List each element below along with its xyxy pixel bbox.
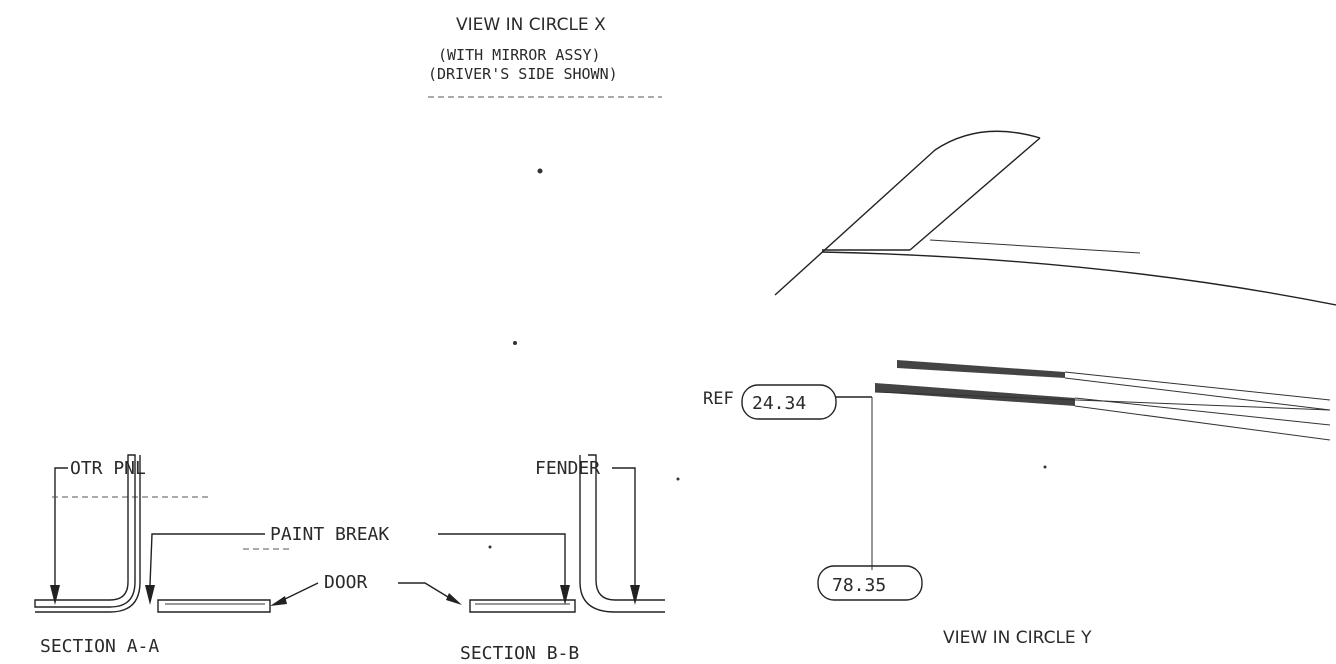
mirror-view: [774, 130, 1336, 306]
stripe-band-2: [875, 383, 1075, 406]
section-b-title: SECTION B-B: [460, 643, 579, 664]
paint-break-leader-right: [438, 533, 566, 585]
dimension-value: 78.35: [832, 575, 886, 596]
view-x-subtitle-1: (WITH MIRROR ASSY): [438, 46, 601, 64]
stripe-line-4: [1074, 405, 1331, 441]
scan-specks: [488, 168, 1047, 549]
view-x-title: VIEW IN CIRCLE X: [456, 15, 606, 35]
view-x-heading: VIEW IN CIRCLE X (WITH MIRROR ASSY) (DRI…: [428, 15, 662, 98]
dimension-box: [817, 565, 923, 601]
otr-pnl-leader: [54, 467, 68, 585]
mirror-left-edge: [774, 130, 1041, 296]
otr-pnl-arrow: [50, 585, 60, 605]
section-a-outer-panel: [34, 454, 136, 608]
sections: OTR PNL FENDER PAINT BREAK DOOR SECTION …: [34, 454, 665, 664]
mirror-body-curve: [821, 251, 1336, 306]
mirror-right-edge: [909, 137, 1041, 251]
stripe-line-3: [1074, 397, 1331, 426]
ref-value-box: [741, 384, 837, 420]
section-a-door-edge: [157, 599, 271, 613]
mirror-stripe-line: [929, 239, 1141, 254]
view-x-subtitle-2: (DRIVER'S SIDE SHOWN): [428, 65, 618, 83]
paint-break-arrow-right: [560, 585, 570, 605]
ref-value: 24.34: [752, 393, 806, 414]
stripe-line-5: [874, 391, 1331, 411]
paint-break-leader-left: [149, 533, 265, 586]
otr-pnl-label: OTR PNL: [70, 458, 146, 479]
view-y-detail: REF 24.34 78.35 VIEW IN CIRCLE Y: [703, 360, 1331, 648]
stripe-band-1: [897, 360, 1065, 378]
section-a-panel-flange: [35, 455, 141, 613]
fender-arrow: [630, 585, 640, 605]
fender-leader: [612, 467, 636, 585]
stripe-line-1: [1064, 371, 1331, 401]
section-a-title: SECTION A-A: [40, 636, 159, 657]
door-leader-left: [282, 582, 319, 601]
door-arrow-left: [270, 596, 287, 606]
view-y-title: VIEW IN CIRCLE Y: [943, 628, 1092, 648]
ref-prefix: REF: [703, 389, 734, 409]
paint-break-arrow-left: [145, 585, 155, 605]
paint-break-label: PAINT BREAK: [270, 524, 389, 545]
stripe-line-2: [1064, 377, 1331, 411]
section-b-fender-outer: [579, 455, 665, 613]
section-b-door-edge: [469, 599, 576, 613]
door-leader-right: [398, 582, 449, 598]
door-label: DOOR: [324, 572, 368, 593]
section-b-fender-flange: [588, 454, 665, 601]
fender-label: FENDER: [535, 458, 600, 479]
door-arrow-right: [446, 593, 462, 605]
